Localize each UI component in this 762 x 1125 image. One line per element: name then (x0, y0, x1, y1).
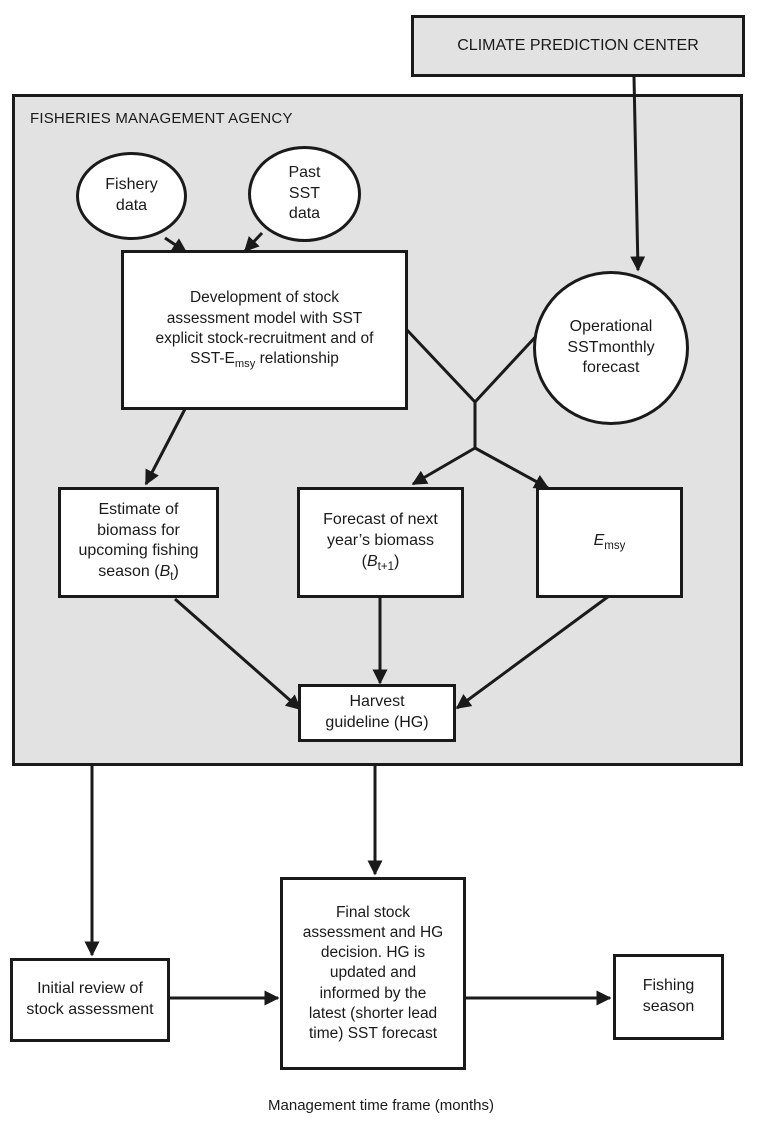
fishing-season-line1: Fishing (642, 977, 695, 995)
management-timeframe-caption: Management time frame (months) (268, 1097, 494, 1114)
harvest-line1: Harvest (349, 693, 405, 711)
fishing-season-box: Fishing season (613, 954, 724, 1040)
estimate-biomass-box: Estimate of biomass for upcoming fishing… (58, 487, 219, 598)
operational-line3: forecast (582, 359, 640, 377)
harvest-line2: guideline (HG) (325, 714, 429, 731)
initial-review-line2: stock assessment (26, 1001, 154, 1018)
fishery-data-oval: Fishery data (76, 152, 187, 240)
forecast-biomass-box: Forecast of next year’s biomass (Bt+1) (297, 487, 464, 598)
emsy-label: Emsy (593, 531, 626, 553)
operational-line2: SSTmonthly (567, 338, 655, 356)
estimate-line3: upcoming fishing (78, 542, 199, 560)
estimate-line2: biomass for (97, 521, 180, 539)
arrow-dev-to-estimate (144, 408, 187, 486)
final-line1: Final stock (335, 904, 411, 921)
past-sst-data-oval: Past SST data (248, 146, 361, 242)
estimate-line1: Estimate of (98, 500, 179, 518)
past-sst-line3: data (288, 205, 321, 223)
operational-line1: Operational (569, 317, 653, 335)
final-line2: assessment and HG (302, 924, 444, 942)
arrow-climate-to-forecast (630, 76, 646, 272)
climate-center-label: CLIMATE PREDICTION CENTER (457, 36, 699, 54)
arrow-emsy-to-hg (455, 594, 610, 710)
development-line3: explicit stock-recruitment and of (155, 329, 374, 347)
arrow-pastsst-to-dev (243, 231, 264, 253)
development-line4: SST-Emsy relationship (190, 349, 339, 370)
harvest-guideline-box: Harvest guideline (HG) (298, 684, 456, 742)
operational-sst-forecast-oval: Operational SSTmonthly forecast (533, 271, 689, 425)
fishing-season-line2: season (642, 998, 695, 1015)
final-line6: latest (shorter lead (308, 1004, 438, 1022)
arrow-estimate-to-hg (174, 597, 302, 711)
arrow-junction-to-emsy (474, 446, 550, 490)
line-forecast-to-junction (473, 330, 542, 404)
final-line3: decision. HG is (320, 944, 426, 962)
development-model-box: Development of stock assessment model wi… (121, 250, 408, 410)
past-sst-line2: SST (288, 184, 321, 202)
agency-label: FISHERIES MANAGEMENT AGENCY (30, 110, 293, 127)
initial-review-box: Initial review of stock assessment (10, 958, 170, 1042)
past-sst-line1: Past (288, 163, 321, 181)
forecast-line2: year’s biomass (326, 531, 434, 549)
estimate-line4: season (Bt) (98, 563, 179, 584)
development-line2: assessment model with SST (166, 309, 363, 327)
final-line7: time) SST forecast (308, 1024, 438, 1042)
forecast-line3: (Bt+1) (361, 552, 400, 573)
fishery-data-line1: Fishery (105, 176, 158, 194)
forecast-line1: Forecast of next (323, 511, 438, 529)
final-assessment-box: Final stock assessment and HG decision. … (280, 877, 466, 1070)
arrow-junction-to-forecast-biomass (411, 446, 476, 486)
arrow-fishery-to-dev (164, 236, 188, 254)
initial-review-line1: Initial review of (37, 980, 143, 998)
final-line5: informed by the (319, 984, 427, 1002)
climate-prediction-center-box: CLIMATE PREDICTION CENTER (411, 15, 745, 77)
fishery-data-line2: data (115, 197, 148, 214)
development-line1: Development of stock (189, 289, 340, 307)
final-line4: updated and (329, 964, 417, 982)
line-dev-to-junction (405, 328, 477, 404)
emsy-box: Emsy (536, 487, 683, 598)
